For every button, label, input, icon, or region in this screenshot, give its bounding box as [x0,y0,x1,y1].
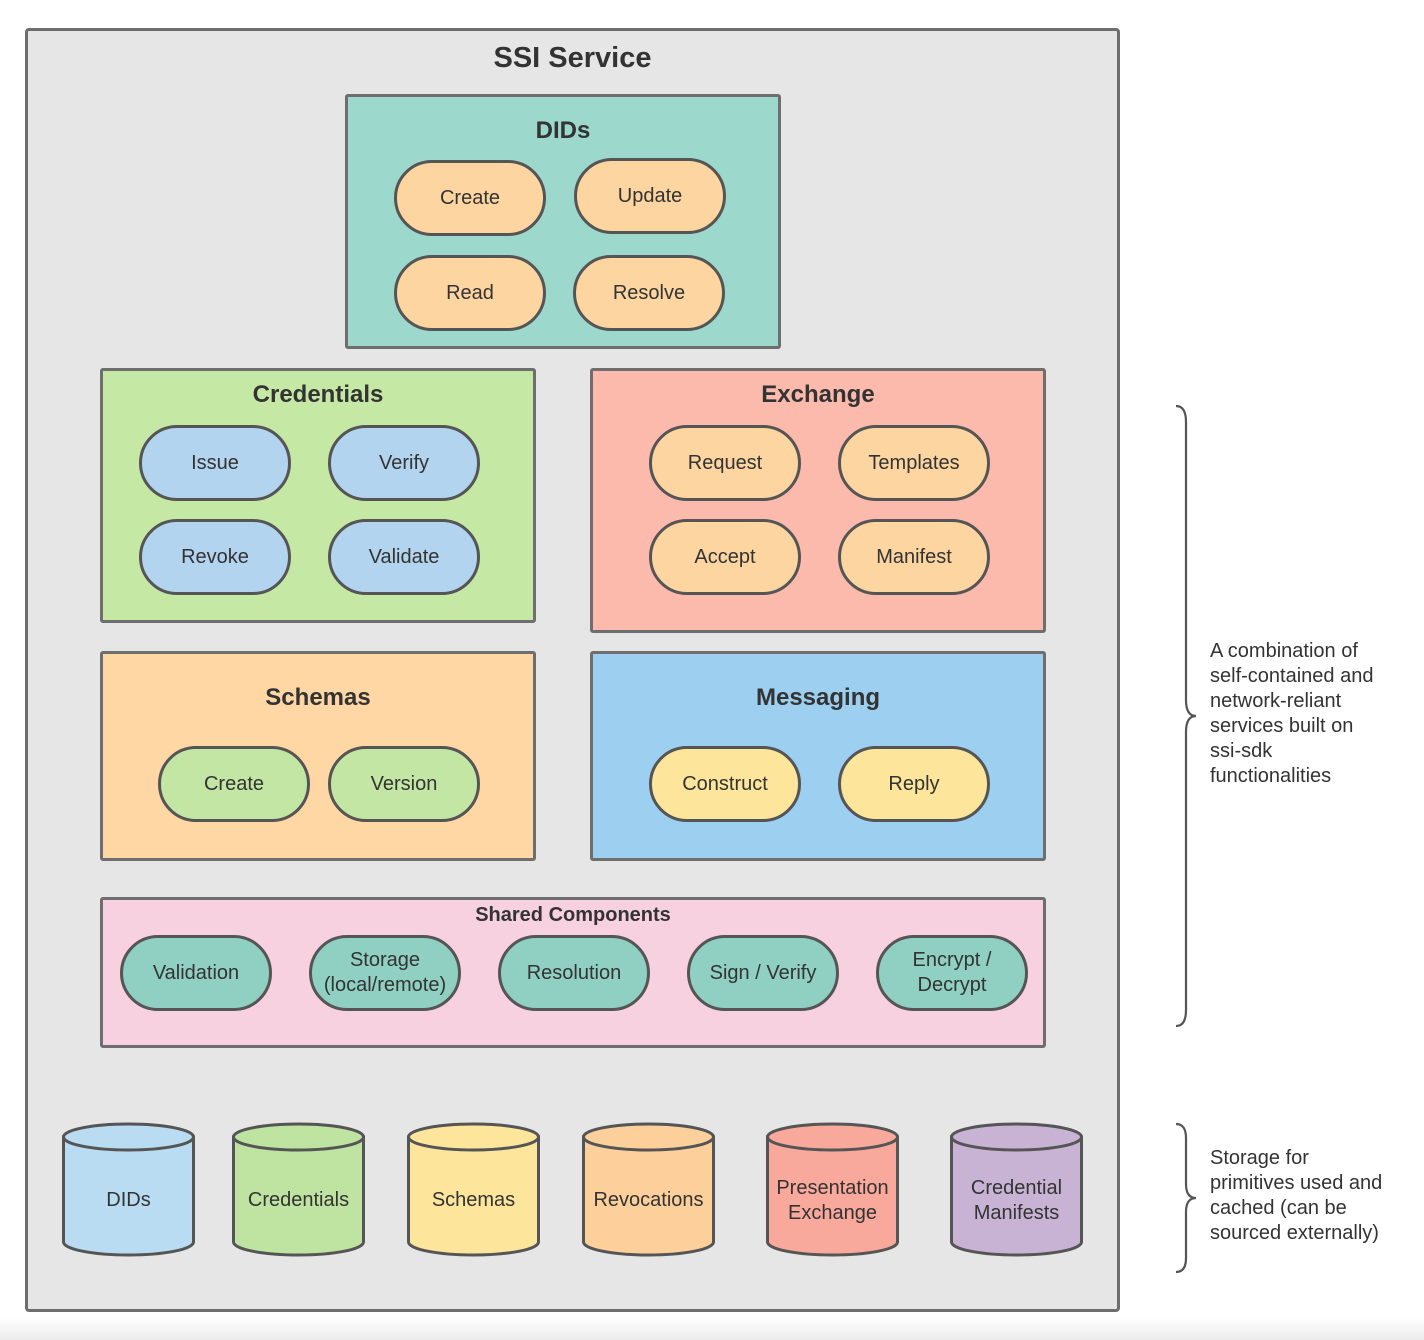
cylinder-body [766,1135,899,1257]
bottom-edge-fade [0,1318,1424,1340]
database-icon [766,1122,899,1257]
storage-brace [1175,1122,1197,1274]
database-icon [232,1122,365,1257]
cylinder-top [766,1122,899,1152]
storage-note: Storage for primitives used and cached (… [1210,1147,1383,1244]
cylinder-body [232,1135,365,1257]
services-brace [1175,404,1197,1028]
cylinder-top [582,1122,715,1152]
credentials-group-title: Credentials [252,381,384,408]
messaging-construct-pill: Construct [649,746,801,822]
exchange-request-pill: Request [649,425,801,501]
cylinder-top [950,1122,1083,1152]
exchange-accept-pill: Accept [649,519,801,595]
shared-sign-verify-pill: Sign / Verify [687,935,839,1011]
credentials-verify-pill: Verify [328,425,480,501]
storage-cylinder-presentation-exchange: Presentation Exchange [764,1122,901,1257]
dids-create-pill: Create [394,160,546,236]
cylinder-top [232,1122,365,1152]
storage-label-presentation-exchange: Presentation Exchange [776,1176,889,1224]
dids-read-pill: Read [394,255,546,331]
exchange-templates-pill: Templates [838,425,990,501]
shared-resolution-pill: Resolution [498,935,650,1011]
cylinder-top [407,1122,540,1152]
credentials-issue-pill: Issue [139,425,291,501]
storage-label-dids: DIDs [106,1189,151,1211]
storage-cylinder-revocations: Revocations [580,1122,717,1257]
database-icon [950,1122,1083,1257]
exchange-group-title: Exchange [761,381,875,408]
cylinder-body [407,1135,540,1257]
storage-cylinder-credential-manifests: Credential Manifests [948,1122,1085,1257]
exchange-manifest-pill: Manifest [838,519,990,595]
storage-cylinder-dids: DIDs [60,1122,197,1257]
messaging-reply-pill: Reply [838,746,990,822]
cylinder-body [62,1135,195,1257]
database-icon [407,1122,540,1257]
exchange-group: Exchange Request Templates Accept Manife… [590,368,1046,633]
database-icon [582,1122,715,1257]
shared-components-group: Shared Components Validation Storage (lo… [100,897,1046,1048]
schemas-group-title: Schemas [265,684,371,711]
credentials-group: Credentials Issue Verify Revoke Validate [100,368,536,623]
dids-update-pill: Update [574,158,726,234]
storage-label-credential-manifests: Credential Manifests [970,1176,1063,1224]
storage-label-schemas: Schemas [431,1189,516,1211]
diagram-title: SSI Service [493,42,652,74]
cylinder-top [62,1122,195,1152]
shared-components-title: Shared Components [475,904,671,926]
storage-cylinder-schemas: Schemas [405,1122,542,1257]
dids-group-title: DIDs [535,117,591,144]
cylinder-body [950,1135,1083,1257]
storage-label-credentials: Credentials [247,1189,350,1211]
database-icon [62,1122,195,1257]
schemas-create-pill: Create [158,746,310,822]
cylinder-body [582,1135,715,1257]
messaging-group-title: Messaging [755,684,881,711]
credentials-revoke-pill: Revoke [139,519,291,595]
services-brace-path [1175,404,1197,1028]
messaging-group: Messaging Construct Reply [590,651,1046,861]
storage-cylinder-credentials: Credentials [230,1122,367,1257]
credentials-validate-pill: Validate [328,519,480,595]
storage-label-revocations: Revocations [593,1189,704,1211]
storage-brace-path [1175,1122,1197,1274]
dids-resolve-pill: Resolve [573,255,725,331]
shared-encrypt-decrypt-pill: Encrypt / Decrypt [876,935,1028,1011]
dids-group: DIDs Create Update Read Resolve [345,94,781,349]
schemas-group: Schemas Create Version [100,651,536,861]
services-note: A combination of self-contained and netw… [1210,640,1374,787]
shared-validation-pill: Validation [120,935,272,1011]
shared-storage-pill: Storage (local/remote) [309,935,461,1011]
schemas-version-pill: Version [328,746,480,822]
